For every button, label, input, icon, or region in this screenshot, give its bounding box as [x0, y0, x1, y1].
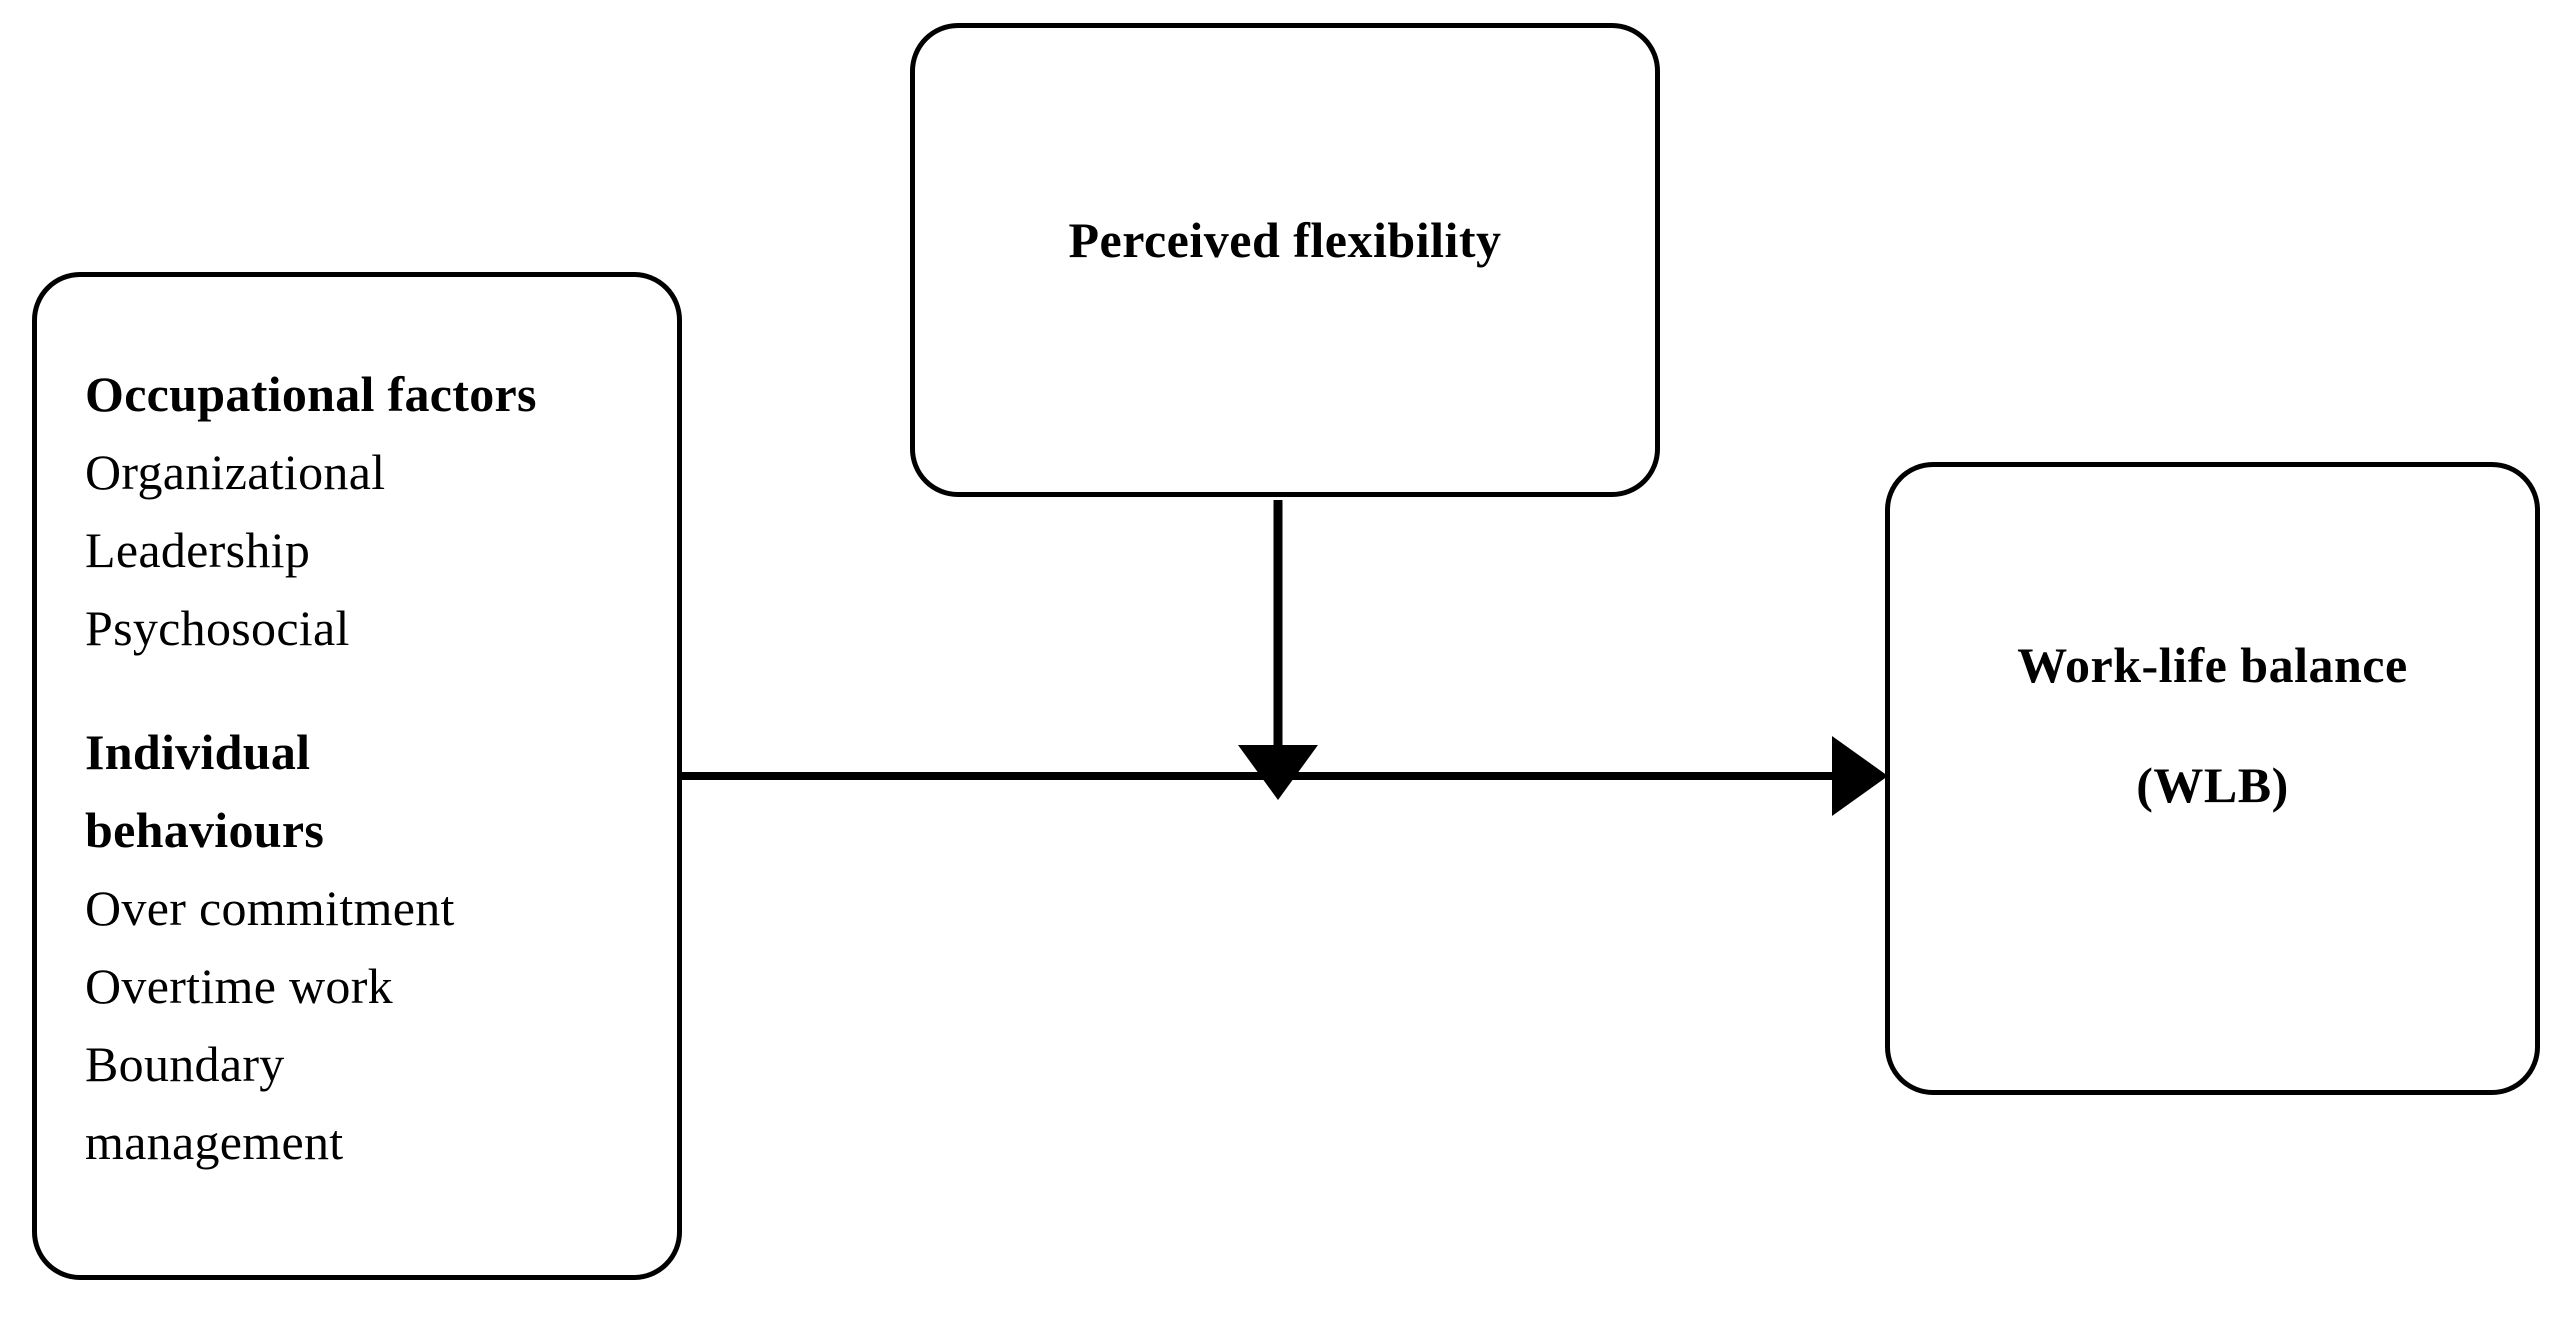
node-perceived-flexibility[interactable]: Perceived flexibility: [910, 23, 1660, 497]
factors-item-boundary: Boundary: [85, 1036, 285, 1092]
arrow-moderator-head-icon: [1238, 745, 1318, 800]
factors-item-overtime-work: Overtime work: [85, 958, 393, 1014]
factors-section-spacer: [85, 667, 657, 713]
factors-content: Occupational factors Organizational Lead…: [85, 355, 657, 1181]
flexibility-title: Perceived flexibility: [1068, 212, 1502, 268]
wlb-content: Work-life balance (WLB): [1890, 635, 2535, 815]
factors-item-leadership: Leadership: [85, 522, 311, 578]
flexibility-content: Perceived flexibility: [915, 210, 1655, 270]
factors-heading-occupational: Occupational factors: [85, 366, 537, 422]
factors-heading-individual-line1: Individual: [85, 724, 311, 780]
factors-item-over-commitment: Over commitment: [85, 880, 455, 936]
factors-item-organizational: Organizational: [85, 444, 386, 500]
arrow-moderator-down: [1238, 500, 1318, 800]
factors-heading-individual-line2: behaviours: [85, 802, 325, 858]
wlb-title: Work-life balance: [2017, 637, 2408, 693]
factors-item-psychosocial: Psychosocial: [85, 600, 350, 656]
arrow-main-right: [682, 736, 1888, 816]
factors-item-management: management: [85, 1114, 344, 1170]
wlb-subtitle: (WLB): [2136, 757, 2289, 813]
node-work-life-balance[interactable]: Work-life balance (WLB): [1885, 462, 2540, 1095]
arrow-main-head-icon: [1832, 736, 1888, 816]
node-occupational-individual-factors[interactable]: Occupational factors Organizational Lead…: [32, 272, 682, 1280]
